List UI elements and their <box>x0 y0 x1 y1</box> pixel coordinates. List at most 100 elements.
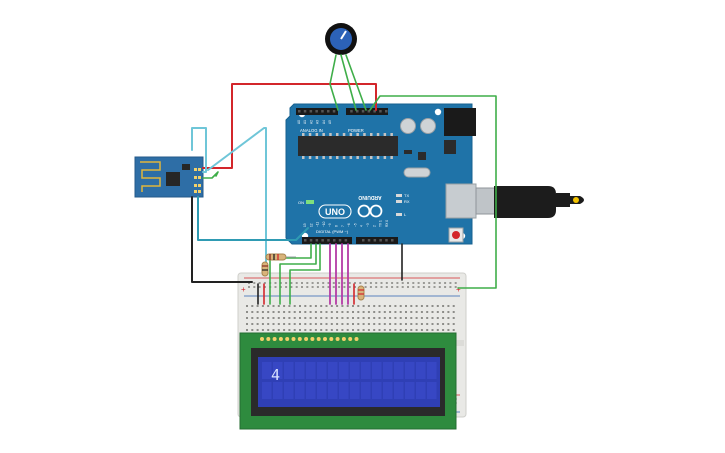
lcd-pin[interactable] <box>316 337 321 341</box>
power-jack[interactable] <box>444 108 476 136</box>
breadboard-hole[interactable] <box>452 317 455 319</box>
header-pin[interactable] <box>309 110 313 113</box>
rail-hole[interactable] <box>391 286 394 288</box>
wire-esp-gnd[interactable] <box>191 196 253 283</box>
rail-hole[interactable] <box>258 282 261 284</box>
breadboard-hole[interactable] <box>415 305 418 307</box>
breadboard-hole[interactable] <box>426 311 429 313</box>
power-header[interactable] <box>346 108 388 115</box>
rail-hole[interactable] <box>444 282 447 284</box>
breadboard-hole[interactable] <box>256 323 259 325</box>
lcd-pin[interactable] <box>260 337 264 341</box>
breadboard-hole[interactable] <box>320 329 323 331</box>
rail-hole[interactable] <box>327 286 330 288</box>
breadboard-hole[interactable] <box>336 311 339 313</box>
breadboard-hole[interactable] <box>314 323 317 325</box>
header-pin[interactable] <box>379 239 382 242</box>
breadboard-hole[interactable] <box>299 317 301 319</box>
rail-hole[interactable] <box>380 286 383 288</box>
breadboard-hole[interactable] <box>288 317 291 319</box>
breadboard-hole[interactable] <box>293 317 296 319</box>
breadboard-hole[interactable] <box>383 317 386 319</box>
rail-hole[interactable] <box>407 286 409 288</box>
lcd-pin[interactable] <box>323 337 327 341</box>
esp-pin[interactable] <box>198 176 201 179</box>
header-pin[interactable] <box>350 110 353 113</box>
breadboard-hole[interactable] <box>352 323 354 325</box>
breadboard-hole[interactable] <box>283 311 286 313</box>
header-pin[interactable] <box>304 239 307 242</box>
lcd-pin[interactable] <box>335 337 340 341</box>
breadboard-hole[interactable] <box>309 317 312 319</box>
breadboard-hole[interactable] <box>299 305 301 307</box>
breadboard-hole[interactable] <box>431 329 434 331</box>
breadboard-hole[interactable] <box>378 323 381 325</box>
wire-esp-rx-divider[interactable] <box>207 127 267 263</box>
breadboard-hole[interactable] <box>389 329 392 331</box>
header-pin[interactable] <box>344 239 348 242</box>
breadboard-hole[interactable] <box>442 317 445 319</box>
lcd-pin[interactable] <box>291 337 296 341</box>
breadboard-hole[interactable] <box>436 305 439 307</box>
breadboard-hole[interactable] <box>246 317 248 319</box>
breadboard-hole[interactable] <box>436 311 439 313</box>
breadboard-hole[interactable] <box>394 329 397 331</box>
breadboard-hole[interactable] <box>426 323 429 325</box>
breadboard-hole[interactable] <box>330 311 333 313</box>
breadboard-hole[interactable] <box>442 323 445 325</box>
breadboard-hole[interactable] <box>431 311 434 313</box>
breadboard-hole[interactable] <box>362 317 365 319</box>
header-pin[interactable] <box>315 239 319 242</box>
rail-hole[interactable] <box>253 286 256 288</box>
breadboard-hole[interactable] <box>304 311 307 313</box>
digital-header-high[interactable] <box>302 237 352 244</box>
breadboard-hole[interactable] <box>410 329 413 331</box>
lcd-pin[interactable] <box>266 337 271 341</box>
breadboard-hole[interactable] <box>367 329 370 331</box>
breadboard-hole[interactable] <box>256 329 259 331</box>
rail-hole[interactable] <box>417 286 420 288</box>
breadboard-hole[interactable] <box>267 323 270 325</box>
rail-hole[interactable] <box>322 286 325 288</box>
breadboard-hole[interactable] <box>431 323 434 325</box>
breadboard-hole[interactable] <box>357 323 360 325</box>
breadboard-hole[interactable] <box>394 317 397 319</box>
breadboard-hole[interactable] <box>288 329 291 331</box>
rail-hole[interactable] <box>332 286 335 288</box>
breadboard-hole[interactable] <box>447 305 450 307</box>
breadboard-hole[interactable] <box>346 311 349 313</box>
rail-hole[interactable] <box>401 286 404 288</box>
header-pin[interactable] <box>338 239 342 242</box>
rail-hole[interactable] <box>263 286 266 288</box>
rail-hole[interactable] <box>306 286 309 288</box>
breadboard-hole[interactable] <box>246 329 248 331</box>
wire-esp-ch-pd[interactable] <box>202 171 219 179</box>
header-pin[interactable] <box>333 239 336 242</box>
breadboard-hole[interactable] <box>352 311 354 313</box>
breadboard-hole[interactable] <box>389 323 392 325</box>
breadboard-hole[interactable] <box>389 311 392 313</box>
rail-hole[interactable] <box>401 282 404 284</box>
header-pin[interactable] <box>321 239 324 242</box>
header-pin[interactable] <box>391 239 394 242</box>
breadboard-hole[interactable] <box>362 323 365 325</box>
rail-hole[interactable] <box>295 286 298 288</box>
header-pin[interactable] <box>298 110 301 113</box>
breadboard-hole[interactable] <box>383 305 386 307</box>
rail-hole[interactable] <box>364 282 367 284</box>
rail-hole[interactable] <box>290 282 293 284</box>
rail-hole[interactable] <box>253 282 256 284</box>
breadboard-hole[interactable] <box>399 311 402 313</box>
rail-hole[interactable] <box>375 282 378 284</box>
breadboard-hole[interactable] <box>405 311 407 313</box>
breadboard-hole[interactable] <box>346 305 349 307</box>
breadboard-hole[interactable] <box>267 311 270 313</box>
breadboard-hole[interactable] <box>272 305 275 307</box>
breadboard-hole[interactable] <box>320 311 323 313</box>
rail-hole[interactable] <box>422 286 425 288</box>
header-pin[interactable] <box>321 110 324 113</box>
rail-hole[interactable] <box>433 286 436 288</box>
breadboard-hole[interactable] <box>410 311 413 313</box>
breadboard-hole[interactable] <box>426 305 429 307</box>
rail-hole[interactable] <box>407 282 409 284</box>
